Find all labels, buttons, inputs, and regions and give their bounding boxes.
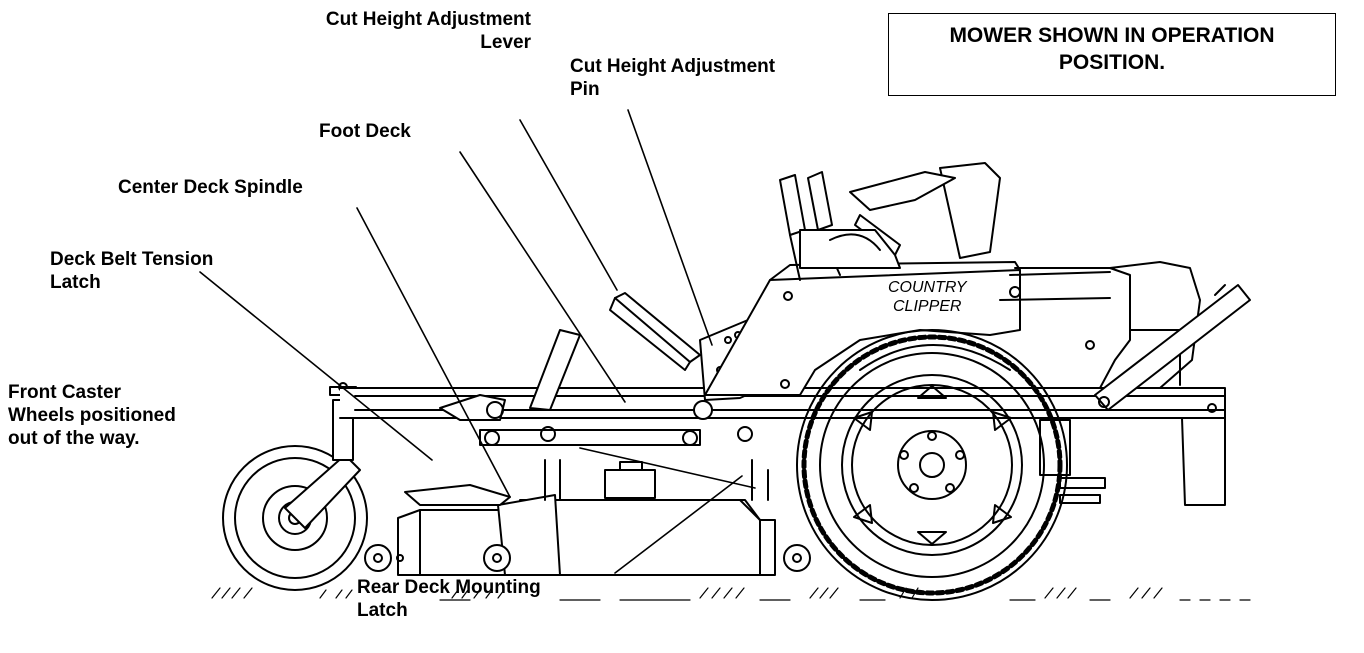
label-front-caster-wheels: Front Caster Wheels positioned out of th… [8, 381, 176, 450]
label-rear-deck-mounting-latch-line1: Rear Deck Mounting [357, 577, 541, 598]
mower-deck [364, 459, 811, 576]
label-rear-deck-mounting-latch: Rear Deck Mounting Latch [357, 576, 541, 622]
label-cut-height-pin-line1: Cut Height Adjustment [570, 56, 776, 77]
label-foot-deck: Foot Deck [319, 120, 411, 143]
label-foot-deck-line1: Foot Deck [319, 121, 411, 142]
brand-line-1: COUNTRY [888, 279, 968, 296]
brand-line-2: CLIPPER [893, 298, 962, 315]
label-front-caster-wheels-line2: Wheels positioned [8, 405, 176, 426]
leader-center-deck-spindle [356, 207, 511, 498]
label-rear-deck-mounting-latch-line2: Latch [357, 600, 408, 621]
label-cut-height-pin: Cut Height Adjustment Pin [570, 55, 775, 101]
note-line1: MOWER SHOWN IN OPERATION [949, 24, 1275, 47]
note-line2: POSITION. [1058, 51, 1166, 74]
cut-height-lever [609, 292, 701, 371]
leader-cut-height-lever [519, 119, 618, 291]
leader-foot-deck [459, 151, 626, 403]
rear-drive-wheel [796, 329, 1068, 601]
leader-rear-deck-latch [614, 475, 743, 574]
leader-lines [199, 109, 743, 574]
label-center-deck-spindle: Center Deck Spindle [118, 176, 303, 199]
label-deck-belt-tension-latch-line1: Deck Belt Tension [50, 249, 214, 270]
seat-and-controls [779, 162, 1001, 281]
label-cut-height-lever: Cut Height Adjustment Lever [232, 8, 531, 54]
label-front-caster-wheels-line1: Front Caster [8, 382, 121, 403]
label-deck-belt-tension-latch-line2: Latch [50, 272, 101, 293]
operation-position-note: MOWER SHOWN IN OPERATION POSITION. [888, 13, 1336, 96]
brand-decal: COUNTRY CLIPPER [888, 279, 968, 315]
leader-cut-height-pin [627, 109, 713, 346]
label-deck-belt-tension-latch: Deck Belt Tension Latch [50, 248, 213, 294]
label-cut-height-lever-line2: Lever [480, 32, 531, 53]
label-cut-height-lever-line1: Cut Height Adjustment [325, 9, 531, 30]
label-cut-height-pin-line2: Pin [570, 79, 600, 100]
mower-body [704, 261, 1251, 413]
label-front-caster-wheels-line3: out of the way. [8, 428, 140, 449]
label-center-deck-spindle-line1: Center Deck Spindle [118, 177, 303, 198]
leader-deck-belt-tension [199, 271, 433, 461]
